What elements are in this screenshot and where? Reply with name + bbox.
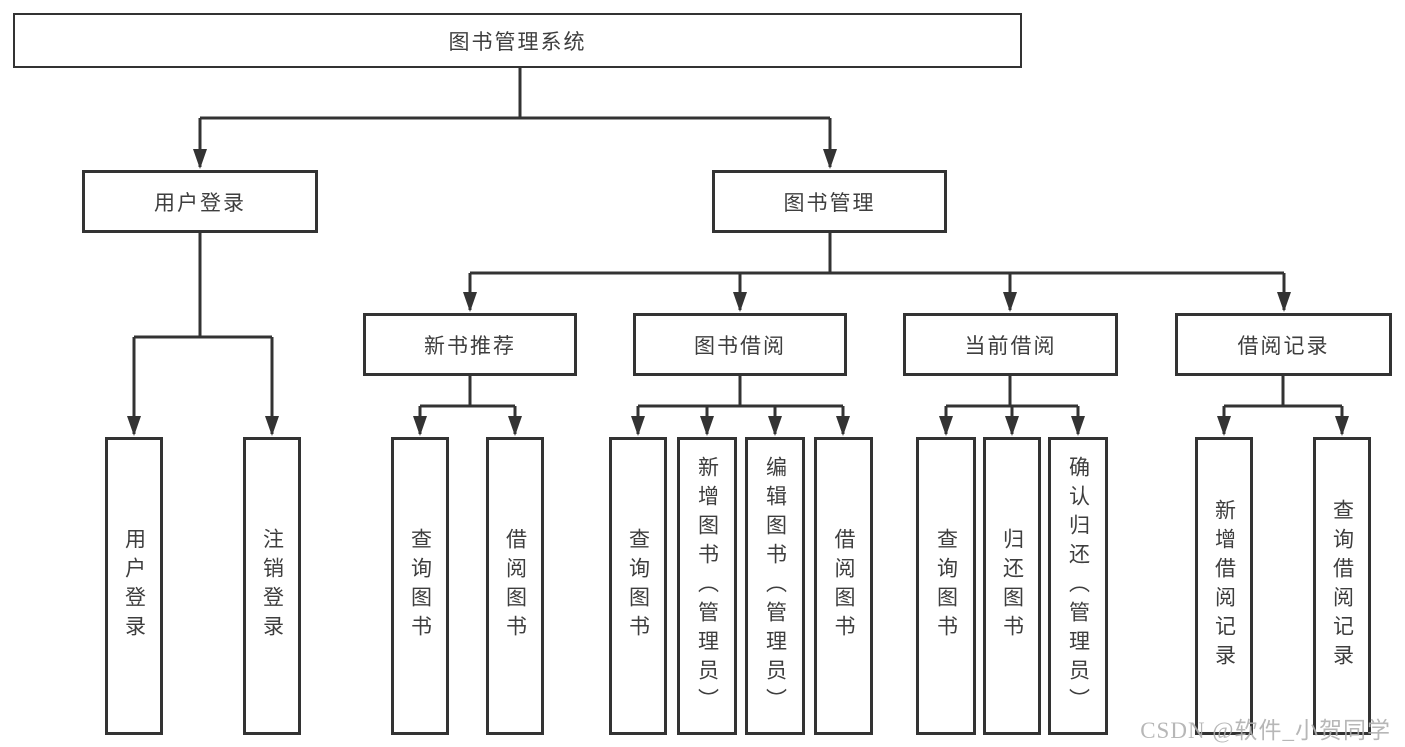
- node-label: 图书借阅: [694, 333, 786, 358]
- node-label: 用户登录: [154, 190, 246, 215]
- node-label: 当前借阅: [964, 333, 1057, 358]
- node-label: 图书管理系统: [448, 29, 587, 54]
- leaf-query-books-recommend: 查询图书: [391, 437, 449, 735]
- node-label: 借阅图书: [503, 528, 528, 644]
- node-new-book-recommend: 新书推荐: [363, 313, 577, 376]
- csdn-watermark: CSDN @软件_小贺同学: [1140, 718, 1391, 743]
- node-label: 新增借阅记录: [1212, 499, 1237, 673]
- node-label: 查询图书: [408, 528, 433, 644]
- leaf-borrow-books-recommend: 借阅图书: [486, 437, 544, 735]
- node-label: 归还图书: [1000, 528, 1025, 644]
- node-borrow-record: 借阅记录: [1175, 313, 1392, 376]
- node-label: 确认归还（管理员）: [1066, 455, 1091, 717]
- node-label: 用户登录: [122, 528, 147, 644]
- node-label: 查询图书: [934, 528, 959, 644]
- node-label: 注销登录: [260, 528, 285, 644]
- node-library-system: 图书管理系统: [13, 13, 1022, 68]
- leaf-logout: 注销登录: [243, 437, 301, 735]
- node-label: 编辑图书（管理员）: [763, 455, 788, 717]
- node-user-login: 用户登录: [82, 170, 318, 233]
- leaf-borrow-books: 借阅图书: [814, 437, 873, 735]
- leaf-query-books-borrow: 查询图书: [609, 437, 667, 735]
- node-label: 查询借阅记录: [1330, 499, 1355, 673]
- node-book-management: 图书管理: [712, 170, 947, 233]
- leaf-edit-book-admin: 编辑图书（管理员）: [745, 437, 805, 735]
- leaf-query-books-current: 查询图书: [916, 437, 976, 735]
- node-label: 图书管理: [783, 190, 876, 215]
- node-label: 新增图书（管理员）: [695, 455, 720, 717]
- leaf-add-book-admin: 新增图书（管理员）: [677, 437, 737, 735]
- node-label: 借阅图书: [832, 528, 856, 644]
- leaf-return-book: 归还图书: [983, 437, 1041, 735]
- leaf-add-borrow-record: 新增借阅记录: [1195, 437, 1253, 735]
- node-label: 借阅记录: [1237, 333, 1330, 358]
- leaf-confirm-return-admin: 确认归还（管理员）: [1048, 437, 1108, 735]
- node-book-borrow: 图书借阅: [633, 313, 847, 376]
- leaf-user-login: 用户登录: [105, 437, 163, 735]
- node-label: 查询图书: [626, 528, 651, 644]
- node-current-borrow: 当前借阅: [903, 313, 1118, 376]
- leaf-query-borrow-record: 查询借阅记录: [1313, 437, 1371, 735]
- node-label: 新书推荐: [424, 333, 516, 358]
